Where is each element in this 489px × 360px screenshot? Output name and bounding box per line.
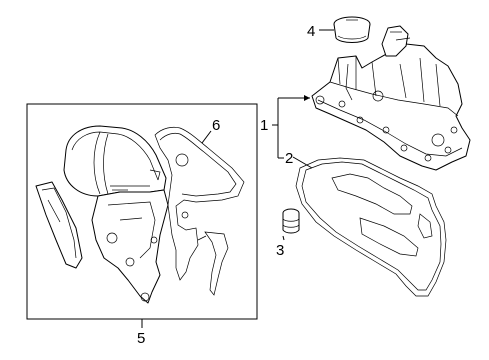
leader-3 (282, 235, 285, 241)
callout-3: 3 (276, 242, 284, 259)
grommet (282, 208, 300, 234)
oil-filler-cap (333, 16, 371, 43)
timing-cover-gasket (154, 126, 245, 296)
leader-1-arrow (304, 95, 310, 101)
valve-cover-gasket (295, 157, 447, 297)
leader-2 (292, 156, 313, 169)
valve-cover (311, 25, 471, 171)
timing-cover-upper (63, 125, 167, 197)
leader-6 (201, 130, 212, 144)
callout-6: 6 (212, 117, 220, 134)
timing-cover-side-piece (35, 181, 83, 269)
callout-5: 5 (137, 330, 145, 347)
callout-2: 2 (285, 150, 293, 167)
callout-1: 1 (260, 117, 268, 134)
callout-4: 4 (307, 23, 315, 40)
timing-cover-lower (91, 189, 169, 304)
